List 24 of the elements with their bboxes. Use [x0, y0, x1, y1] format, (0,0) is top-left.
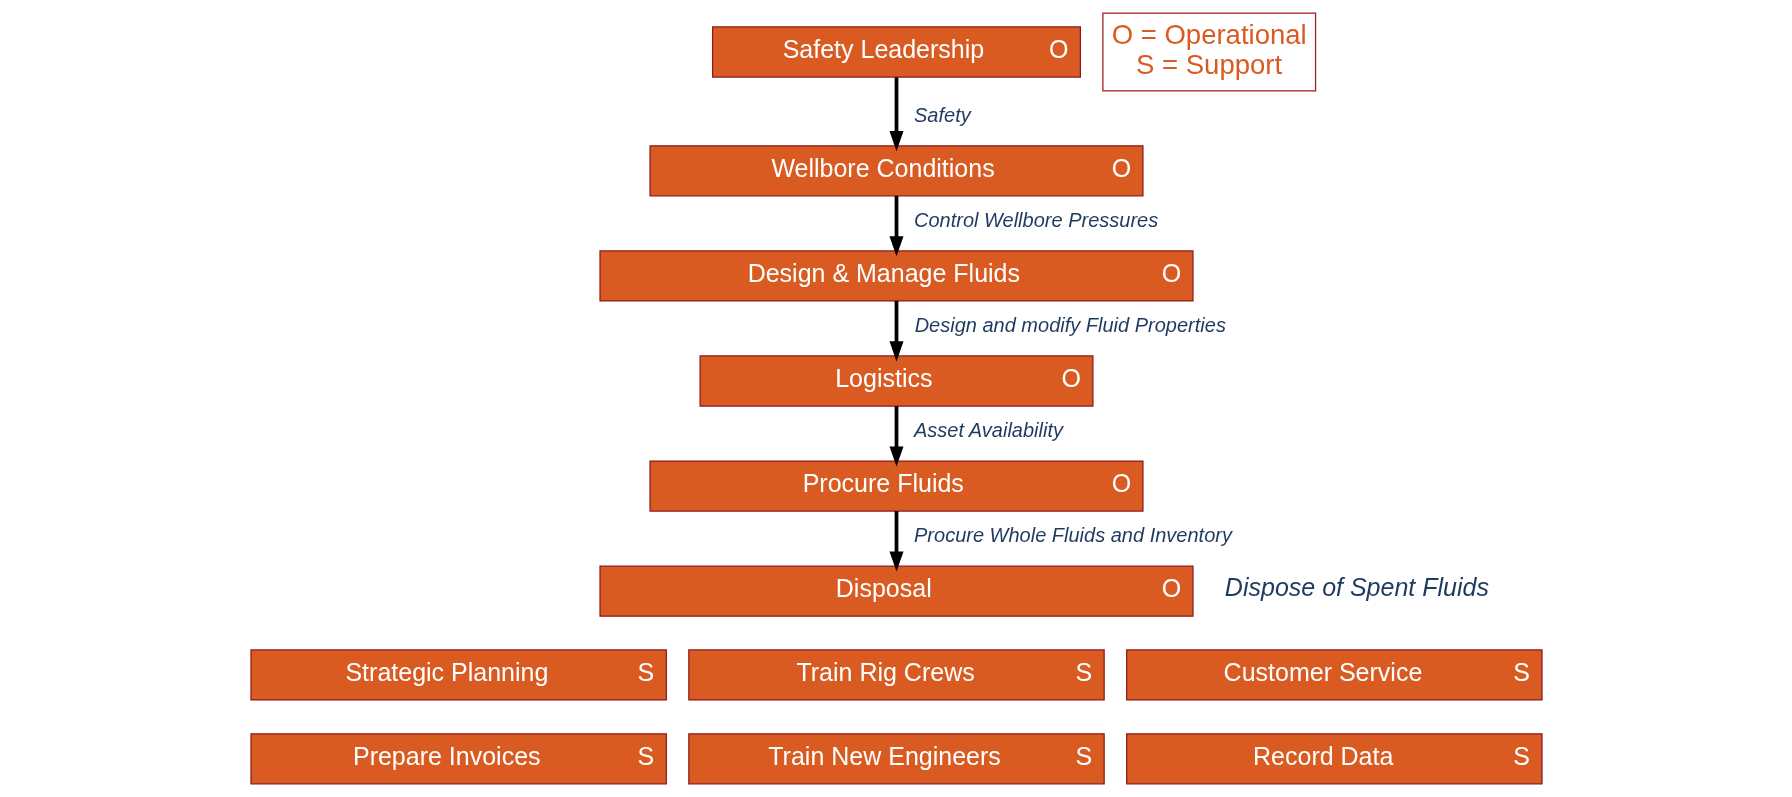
- node-box: Record Data S: [1125, 733, 1543, 785]
- node-box: Procure Fluids O: [648, 460, 1144, 512]
- node-box: Train Rig Crews S: [687, 649, 1105, 701]
- node-box: Design & Manage Fluids O: [598, 250, 1194, 302]
- node-box: Logistics O: [698, 355, 1094, 407]
- edge-label: Procure Whole Fluids and Inventory: [913, 524, 1232, 547]
- arrow: [888, 300, 904, 362]
- node-box: Wellbore Conditions O: [648, 145, 1144, 197]
- edge-label: Asset Availability: [913, 419, 1063, 442]
- node-box: O = Operational S = Support: [1101, 12, 1316, 92]
- arrow: [888, 406, 904, 467]
- node-box: Strategic Planning S: [249, 649, 667, 701]
- node-box: Train New Engineers S: [687, 733, 1105, 785]
- node-box: Prepare Invoices S: [249, 733, 667, 785]
- label: Dispose of Spent Fluids: [1224, 573, 1489, 602]
- edge-label: Design and modify Fluid Properties: [914, 313, 1226, 336]
- edge-label: Safety: [913, 103, 971, 126]
- node-box: Customer Service S: [1125, 649, 1543, 701]
- node-box: Disposal O: [598, 565, 1194, 617]
- node-box: Safety Leadership O: [711, 26, 1081, 78]
- arrow: [888, 77, 904, 152]
- arrow: [888, 511, 904, 572]
- arrow: [888, 195, 904, 257]
- edge-label: Control Wellbore Pressures: [913, 208, 1158, 231]
